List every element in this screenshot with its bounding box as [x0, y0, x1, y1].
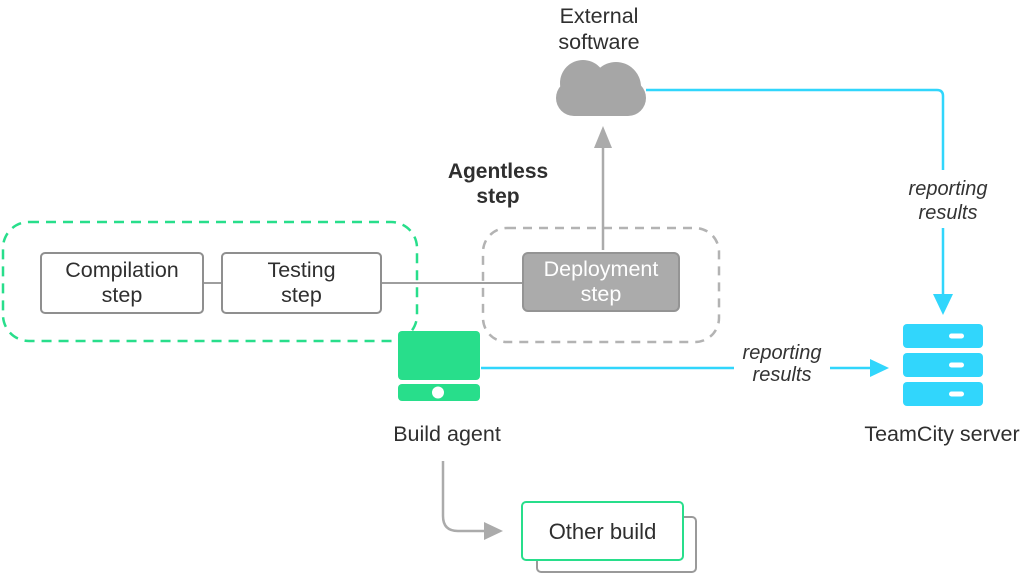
arrow-deployment-to-cloud: [594, 126, 612, 250]
build-agent-icon: [398, 331, 480, 401]
testing-step-box: Testing step: [221, 252, 382, 314]
other-build-label: Other build: [548, 518, 657, 544]
arrowhead-down-icon: [933, 294, 953, 315]
build-agent-label: Build agent: [393, 422, 501, 446]
connector-agent-to-server: [481, 359, 889, 377]
reporting-results-label-cloud-edge: reporting results: [908, 178, 988, 224]
arrowhead-right-icon: [870, 359, 889, 377]
teamcity-server-icon: [903, 324, 983, 406]
teamcity-server-label: TeamCity server: [864, 422, 1020, 446]
deployment-step-box: Deployment step: [522, 252, 680, 312]
connector-cloud-to-server: [646, 88, 953, 315]
compilation-step-label: Compilation step: [65, 258, 179, 307]
testing-step-label: Testing step: [267, 258, 336, 307]
agentless-group-outline: [481, 226, 721, 344]
arrow-agent-to-other-build: [441, 461, 503, 540]
reporting-results-label-agent-edge: reporting results: [742, 342, 822, 386]
agentless-step-label: Agentless step: [447, 160, 549, 208]
other-build-box: Other build: [521, 501, 684, 561]
cloud-icon: [556, 60, 646, 116]
deployment-step-label: Deployment step: [543, 257, 659, 306]
compilation-step-box: Compilation step: [40, 252, 204, 314]
external-software-label: External software: [558, 4, 640, 54]
